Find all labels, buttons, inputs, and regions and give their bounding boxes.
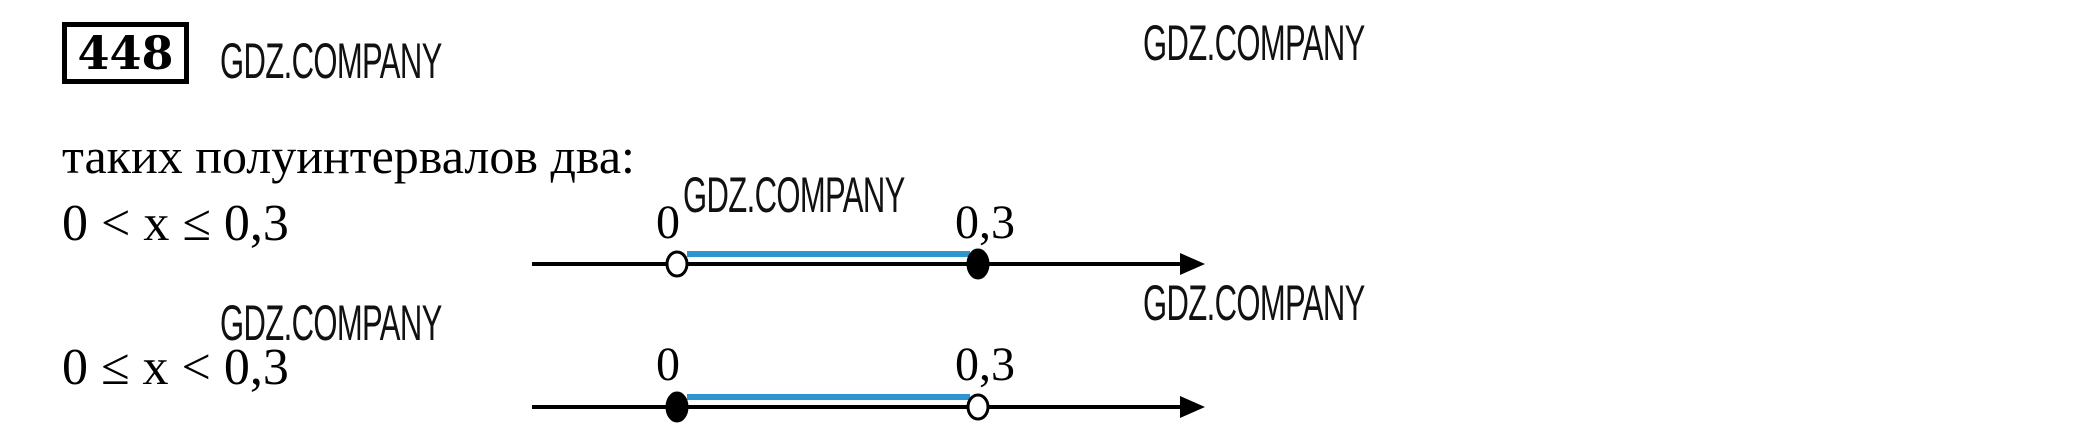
number-line-2-left-label: 0 xyxy=(656,338,680,391)
number-line-2-right-label: 0,3 xyxy=(955,338,1015,391)
watermark: GDZ.COMPANY xyxy=(220,295,442,351)
inequality-2: 0 ≤ x < 0,3 xyxy=(62,339,289,396)
left-closed-point xyxy=(665,391,689,423)
axis-arrow-icon xyxy=(1180,253,1205,275)
watermark: GDZ.COMPANY xyxy=(683,167,905,223)
number-line-1-left-label: 0 xyxy=(656,196,680,249)
watermark: GDZ.COMPANY xyxy=(1143,15,1365,71)
number-line-2 xyxy=(532,391,1205,423)
watermark: GDZ.COMPANY xyxy=(220,33,442,89)
axis-arrow-icon xyxy=(1180,396,1205,418)
right-closed-point xyxy=(966,248,990,280)
sentence-text: таких полуинтервалов два: xyxy=(62,128,635,184)
right-open-point xyxy=(966,393,990,421)
inequality-1: 0 < x ≤ 0,3 xyxy=(62,195,289,252)
watermark: GDZ.COMPANY xyxy=(1143,275,1365,331)
left-open-point xyxy=(665,250,689,278)
number-line-1 xyxy=(532,248,1205,280)
problem-number-box: 448 xyxy=(62,22,189,84)
number-line-1-right-label: 0,3 xyxy=(955,196,1015,249)
